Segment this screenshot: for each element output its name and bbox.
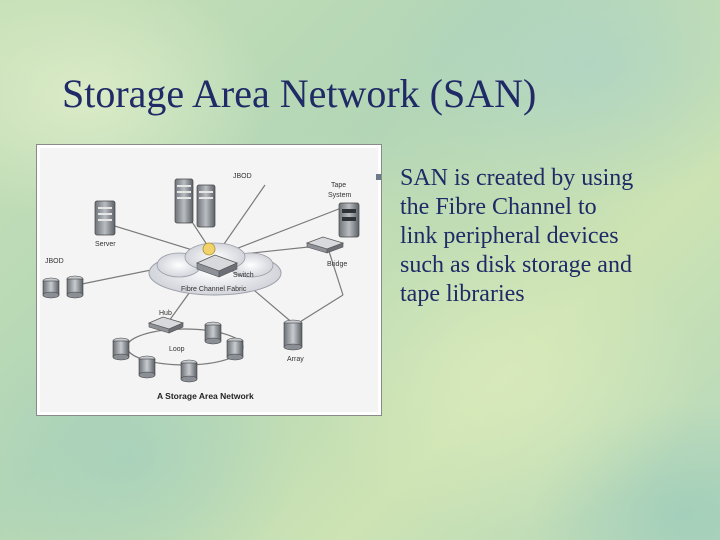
jbod-left-device [42,275,84,299]
label-server: Server [95,241,116,248]
label-tape-system: System [328,192,352,199]
label-array: Array [287,356,304,363]
slide-title: Storage Area Network (SAN) [62,71,537,116]
figure-caption: A Storage Area Network [157,391,254,401]
bridge-device [305,236,345,254]
jbod-top-device [174,178,216,228]
label-jbod-left: JBOD [45,258,64,265]
tape-system-device [338,202,360,238]
loop-disks [112,321,244,383]
array-device [283,319,303,351]
san-diagram-svg: JBOD Tape System Server Bridge [42,173,360,401]
hub-device [147,316,185,334]
san-diagram: JBOD Tape System Server Bridge [36,144,382,416]
label-jbod-top: JBOD [233,173,252,180]
label-hub: Hub [159,310,172,317]
label-fabric: Fibre Channel Fabric [181,286,247,293]
bullet-marker-icon [376,174,381,180]
label-switch: Switch [233,272,254,279]
label-bridge: Bridge [327,261,347,268]
switch-device [195,242,239,278]
label-tape: Tape [331,182,346,189]
server-device [94,200,116,236]
label-loop: Loop [169,346,185,353]
bullet-item: SAN is created by using the Fibre Channe… [400,165,634,307]
